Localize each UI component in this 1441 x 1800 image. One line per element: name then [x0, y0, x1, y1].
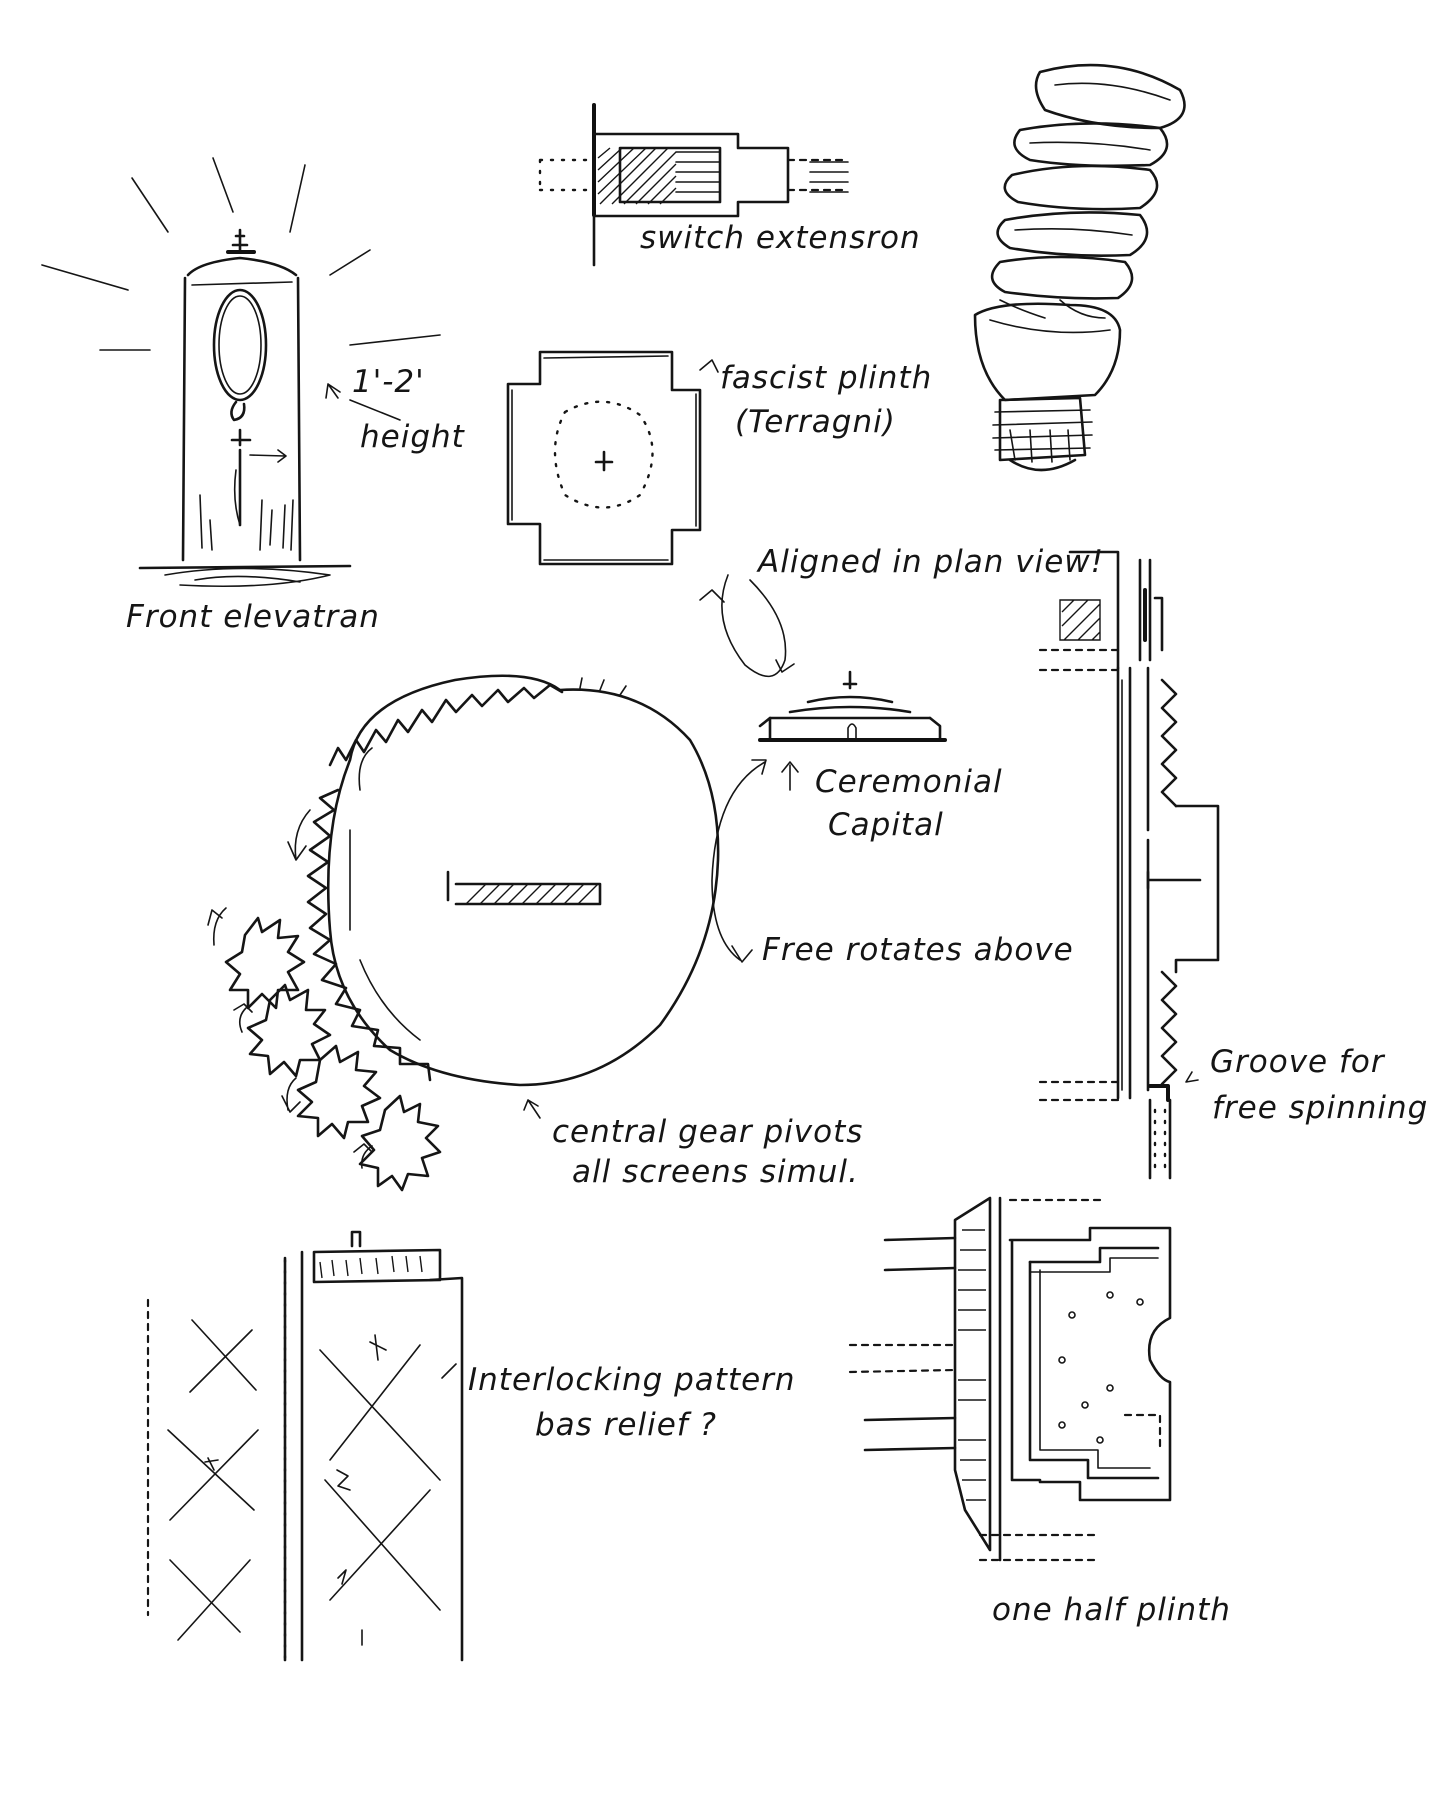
fascist-plinth-plan: [506, 350, 719, 566]
aligned-arrow: [699, 574, 795, 678]
central-gear-label-line1: central gear pivots: [552, 1114, 863, 1150]
cfl-bulb-sketch: [973, 63, 1186, 472]
central-gear-sketch: [306, 674, 720, 1087]
free-rotates-label: Free rotates above: [762, 932, 1074, 968]
aligned-label: Aligned in plan view!: [756, 544, 1104, 580]
fascist-plinth-label-line1: fascist plinth: [720, 360, 932, 396]
groove-label-line2: free spinning: [1212, 1090, 1428, 1126]
column-elevation-sketch: [146, 1230, 464, 1662]
groove-label-line1: Groove for: [1210, 1044, 1386, 1080]
ceremonial-arrow: [781, 761, 799, 791]
free-rotates-arrow: [711, 759, 767, 963]
interlocking-label-line2: bas relief ?: [535, 1407, 717, 1443]
ceremonial-capital-label-line2: Capital: [828, 807, 944, 843]
switch-extension-sketch: [538, 103, 850, 267]
height-label-line2: height: [360, 419, 466, 455]
switch-extension-label: switch extensron: [640, 220, 921, 256]
front-elevation-sketch: [41, 157, 441, 588]
front-elevation-label: Front elevatran: [126, 599, 380, 635]
half-plinth-sketch: [848, 1196, 1172, 1562]
small-gears: [207, 809, 442, 1192]
ceremonial-capital-sketch: [758, 670, 947, 742]
ceremonial-capital-label-line1: Ceremonial: [815, 764, 1003, 800]
height-label-line1: 1'-2': [352, 364, 425, 400]
interlocking-label-line1: Interlocking pattern: [468, 1362, 796, 1398]
section-detail-sketch: [1038, 550, 1220, 1180]
half-plinth-label: one half plinth: [992, 1592, 1231, 1628]
central-gear-label-line2: all screens simul.: [572, 1154, 859, 1190]
central-gear-arrow: [523, 1099, 541, 1119]
fascist-plinth-label-line2: (Terragni): [735, 404, 896, 440]
